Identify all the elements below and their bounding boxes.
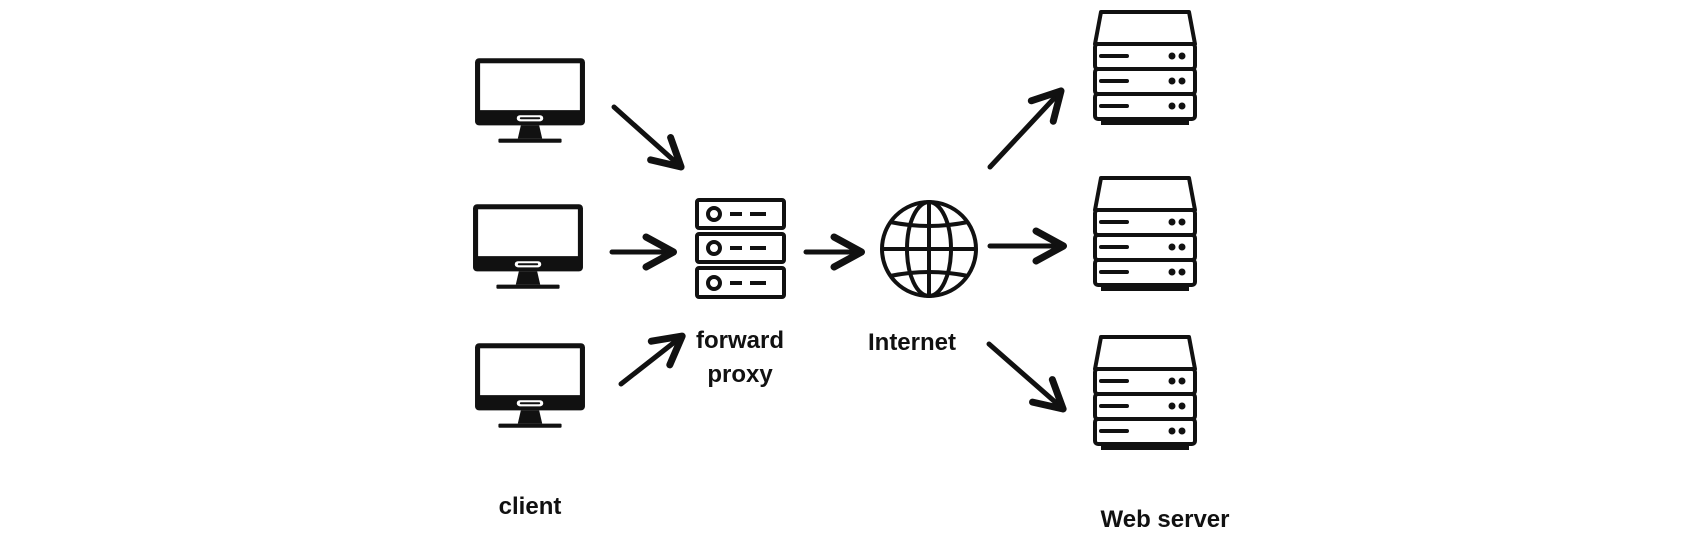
- globe-icon: [880, 200, 978, 298]
- forward-proxy-label-line2: proxy: [707, 361, 773, 388]
- monitor-icon: [475, 343, 585, 428]
- client-computer-3: [475, 343, 585, 428]
- proxy-server-icon: [695, 198, 786, 299]
- web-server-3: [1093, 335, 1197, 450]
- forward-proxy-label-line1: forward: [695, 327, 784, 354]
- client-computer-2: [473, 204, 583, 289]
- arrow-icon: [618, 332, 686, 387]
- web-server-label: Web server: [1100, 506, 1230, 533]
- client-label: client: [498, 493, 562, 520]
- arrows-to-web-servers: [986, 87, 1068, 413]
- arrows-to-proxy: [609, 104, 686, 387]
- monitor-icon: [473, 204, 583, 289]
- client-computer-1: [475, 58, 585, 143]
- server-rack-icon: [1093, 176, 1197, 291]
- arrow-icon: [986, 341, 1067, 413]
- arrow-icon: [987, 87, 1065, 170]
- monitor-icon: [475, 58, 585, 143]
- internet-label: Internet: [867, 329, 956, 356]
- server-rack-icon: [1093, 335, 1197, 450]
- web-server-1: [1093, 10, 1197, 125]
- web-server-2: [1093, 176, 1197, 291]
- arrow-icon: [611, 104, 685, 171]
- server-rack-icon: [1093, 10, 1197, 125]
